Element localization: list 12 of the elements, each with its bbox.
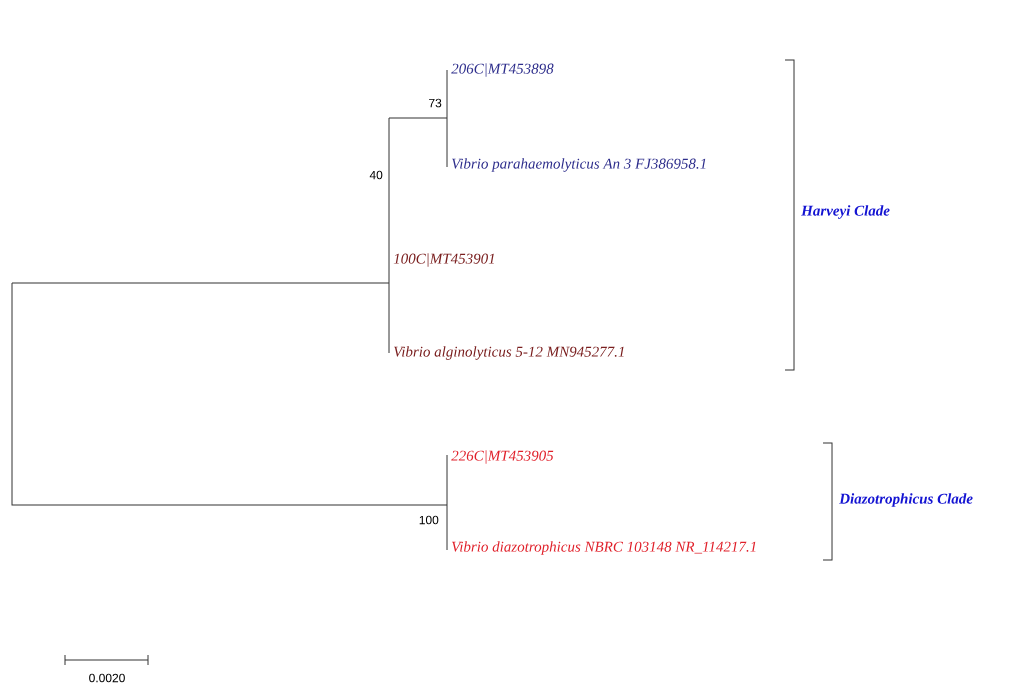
bootstrap-value: 100	[419, 515, 439, 525]
bootstrap-value: 40	[369, 170, 383, 180]
taxon-label: Vibrio alginolyticus 5-12 MN945277.1	[394, 346, 624, 360]
taxon-label: 206C|MT453898	[451, 63, 554, 77]
taxon-label: Vibrio parahaemolyticus An 3 FJ386958.1	[452, 158, 706, 172]
clade-label: Diazotrophicus Clade	[839, 493, 973, 507]
bootstrap-value: 73	[429, 98, 442, 108]
scale-label: 0.0020	[89, 673, 125, 683]
taxon-label: 226C|MT453905	[451, 450, 554, 464]
taxon-label: Vibrio diazotrophicus NBRC 103148 NR_114217.1	[452, 541, 756, 555]
clade-label: Harveyi Clade	[801, 205, 890, 219]
taxon-label: 100C|MT453901	[393, 253, 495, 267]
